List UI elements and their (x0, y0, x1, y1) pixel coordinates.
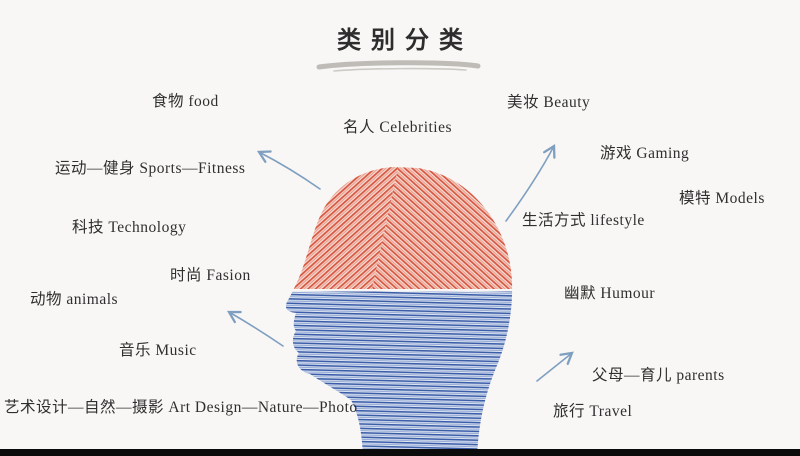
label-travel: 旅行 Travel (553, 403, 633, 420)
label-sports-fitness: 运动—健身 Sports—Fitness (55, 160, 246, 177)
label-parents: 父母—育儿 parents (592, 367, 725, 384)
label-music: 音乐 Music (119, 342, 197, 359)
arrow-to-sports-fitness-icon (256, 150, 321, 190)
label-lifestyle: 生活方式 lifestyle (522, 212, 645, 229)
bottom-bar (0, 449, 800, 456)
label-food: 食物 food (152, 93, 219, 110)
title-underline-detail (333, 67, 467, 72)
label-fashion: 时尚 Fasion (170, 267, 251, 284)
label-technology: 科技 Technology (72, 219, 187, 236)
label-beauty: 美妆 Beauty (507, 94, 591, 111)
label-models: 模特 Models (679, 190, 765, 207)
title-underline (316, 60, 481, 70)
arrow-to-parents-icon (536, 351, 574, 382)
label-gaming: 游戏 Gaming (600, 145, 690, 162)
page-title: 类别分类 (337, 28, 473, 54)
arrow-to-music-icon (226, 310, 284, 347)
label-humour: 幽默 Humour (564, 285, 656, 302)
label-art-design-nature-photo: 艺术设计—自然—摄影 Art Design—Nature—Photo (4, 399, 358, 416)
label-animals: 动物 animals (30, 291, 119, 308)
label-celebrities: 名人 Celebrities (343, 119, 453, 136)
